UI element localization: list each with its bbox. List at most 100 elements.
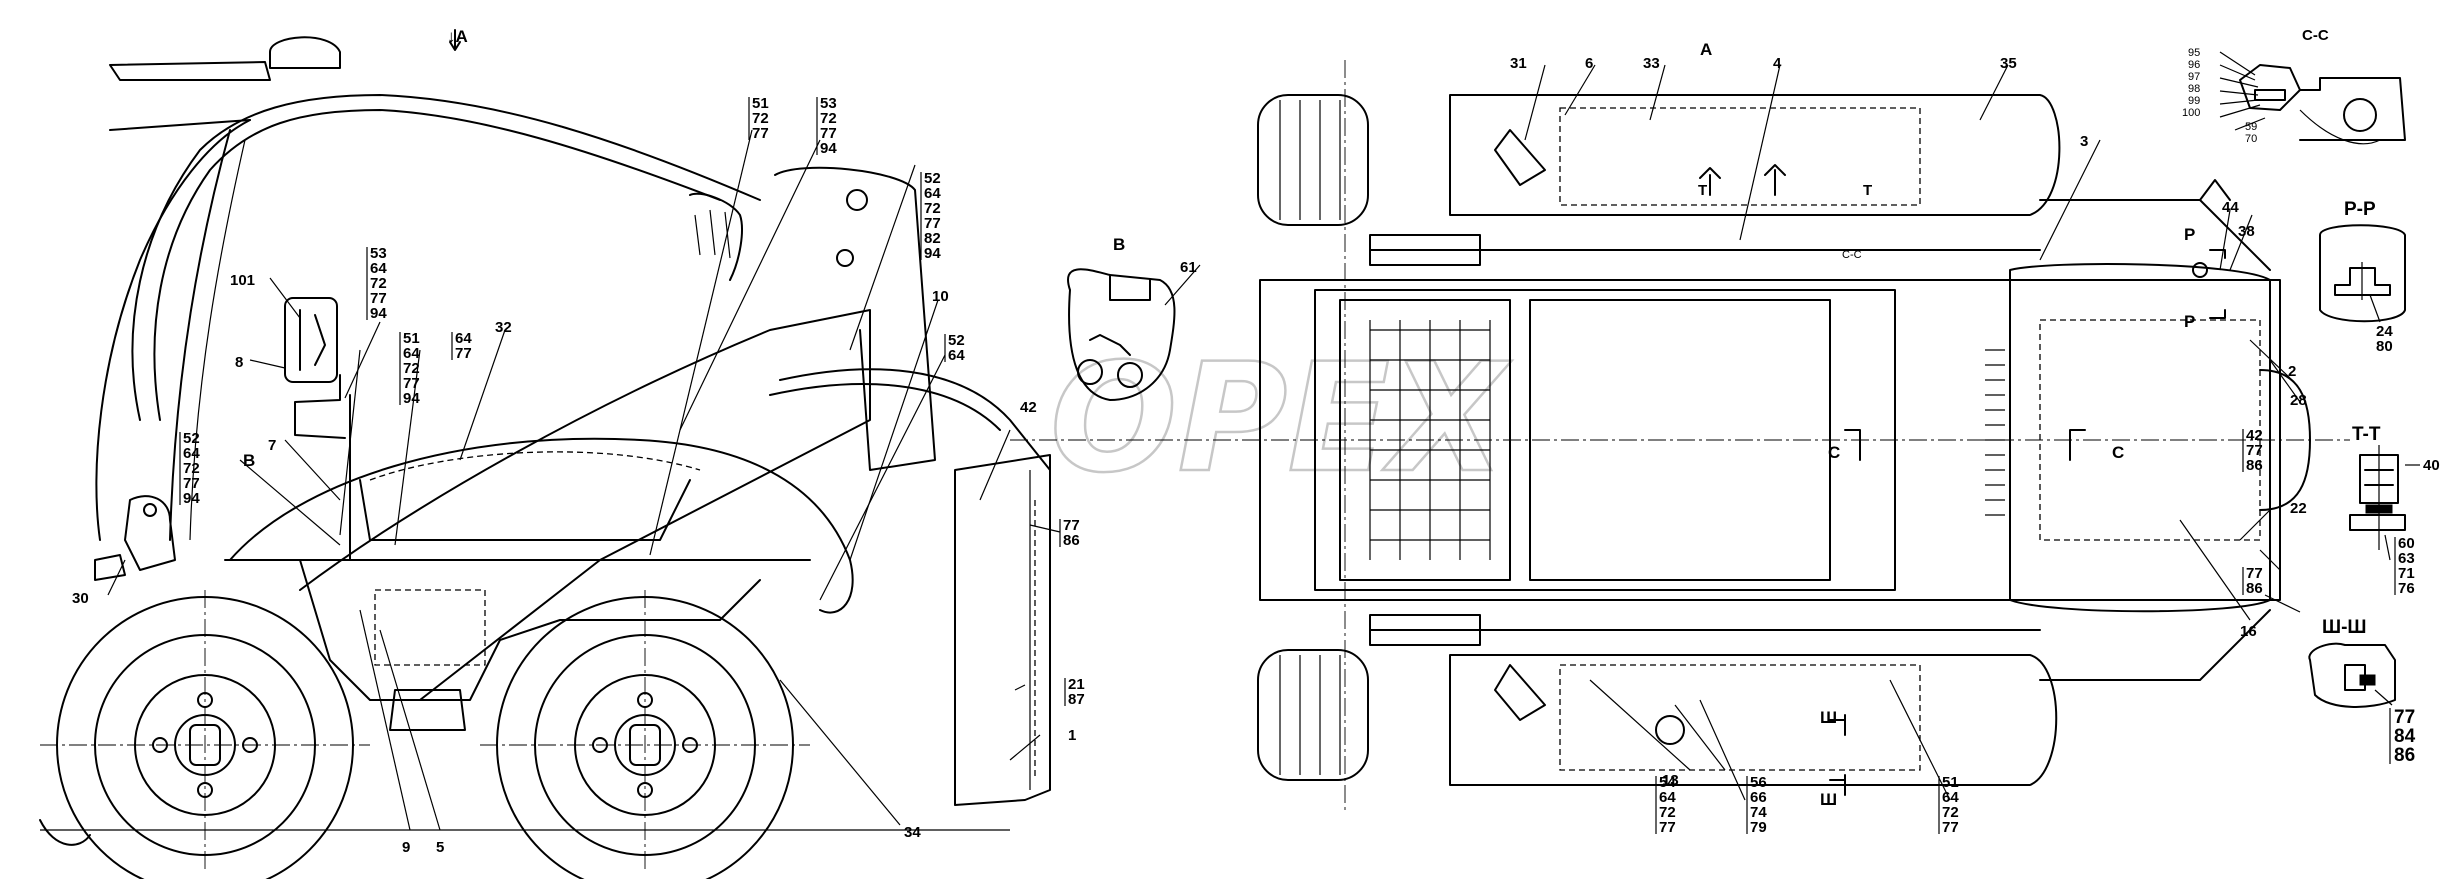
callout-32: 32 (495, 319, 512, 336)
svg-text:70: 70 (2245, 133, 2257, 145)
svg-text:86: 86 (2394, 745, 2415, 766)
stack-52-64: 52 64 (944, 332, 965, 364)
callout-34: 34 (904, 824, 921, 841)
svg-text:53: 53 (820, 95, 837, 112)
svg-text:52: 52 (924, 170, 941, 187)
svg-text:94: 94 (403, 390, 420, 407)
callout-101: 101 (230, 272, 255, 289)
section-cc (2219, 51, 2406, 145)
svg-text:94: 94 (370, 305, 387, 322)
svg-text:72: 72 (403, 360, 420, 377)
svg-text:77: 77 (2246, 565, 2263, 582)
svg-text:86: 86 (2246, 580, 2263, 597)
svg-text:42: 42 (2246, 427, 2263, 444)
stack-53-72-77-94: 53 72 77 94 (816, 95, 837, 157)
svg-text:72: 72 (183, 460, 200, 477)
svg-text:21: 21 (1068, 676, 1085, 693)
svg-text:53: 53 (370, 245, 387, 262)
stack-53-64-72-77-94: 53 64 72 77 94 (366, 245, 387, 322)
stack-42-77-86: 42 77 86 (2242, 427, 2263, 474)
svg-text:64: 64 (1659, 789, 1676, 806)
svg-text:76: 76 (2398, 580, 2415, 597)
svg-text:63: 63 (2398, 550, 2415, 567)
cut-t-1: T (1698, 182, 1707, 199)
svg-text:94: 94 (183, 490, 200, 507)
callout-30: 30 (72, 590, 89, 607)
callout-5: 5 (436, 839, 444, 856)
svg-text:79: 79 (1750, 819, 1767, 836)
section-shsh (2308, 642, 2396, 708)
section-shsh-title: Ш-Ш (2322, 617, 2367, 638)
svg-text:82: 82 (924, 230, 941, 247)
view-b-title: B (1113, 235, 1125, 254)
svg-text:98: 98 (2188, 83, 2200, 95)
section-tt-title: T-T (2352, 424, 2381, 445)
section-tt (2349, 445, 2420, 561)
svg-text:77: 77 (2246, 442, 2263, 459)
cut-t-2: T (1863, 182, 1872, 199)
svg-text:99: 99 (2188, 95, 2200, 107)
svg-text:66: 66 (1750, 789, 1767, 806)
svg-text:59: 59 (2245, 121, 2257, 133)
mirror-icon (284, 297, 338, 383)
stack-64-77: 64 77 (451, 330, 472, 362)
svg-text:72: 72 (1659, 804, 1676, 821)
svg-text:77: 77 (924, 215, 941, 232)
svg-text:51: 51 (752, 95, 769, 112)
callout-16: 16 (2240, 623, 2257, 640)
callout-8: 8 (235, 354, 243, 371)
section-pp-title: P-P (2344, 199, 2376, 220)
svg-text:86: 86 (1063, 532, 1080, 549)
callout-42-side: 42 (1020, 399, 1037, 416)
svg-text:97: 97 (2188, 71, 2200, 83)
side-view (39, 29, 1051, 879)
svg-text:77: 77 (1942, 819, 1959, 836)
view-arrow-a: ↓A (447, 27, 468, 46)
callout-10: 10 (932, 288, 949, 305)
svg-text:51: 51 (1942, 774, 1959, 791)
stack-cc: 95 96 97 98 99 100 (2182, 47, 2200, 119)
stack-77-84-86: 77 84 86 (2389, 707, 2416, 766)
callout-1: 1 (1068, 727, 1076, 744)
callout-28: 28 (2290, 392, 2307, 409)
svg-text:24: 24 (2376, 323, 2393, 340)
callout-35: 35 (2000, 55, 2017, 72)
view-a-title: A (1700, 40, 1712, 59)
svg-text:94: 94 (924, 245, 941, 262)
cut-p-top: P (2184, 225, 2195, 244)
svg-text:64: 64 (183, 445, 200, 462)
svg-text:95: 95 (2188, 47, 2200, 59)
svg-text:77: 77 (1063, 517, 1080, 534)
section-cc-title: C-C (2302, 27, 2329, 44)
callout-6: 6 (1585, 55, 1593, 72)
svg-text:64: 64 (924, 185, 941, 202)
callout-44: 44 (2222, 199, 2239, 216)
stack-59-70: 59 70 (2245, 121, 2257, 145)
svg-text:100: 100 (2182, 107, 2200, 119)
callout-38: 38 (2238, 223, 2255, 240)
svg-text:77: 77 (183, 475, 200, 492)
svg-text:72: 72 (752, 110, 769, 127)
svg-text:52: 52 (948, 332, 965, 349)
stack-21-87: 21 87 (1064, 676, 1085, 708)
svg-text:77: 77 (370, 290, 387, 307)
svg-text:64: 64 (403, 345, 420, 362)
svg-text:72: 72 (924, 200, 941, 217)
callout-61: 61 (1180, 259, 1197, 276)
svg-text:64: 64 (455, 330, 472, 347)
svg-text:71: 71 (2398, 565, 2415, 582)
callout-31: 31 (1510, 55, 1527, 72)
cut-sh-1: Ш (1820, 708, 1837, 727)
callout-33: 33 (1643, 55, 1660, 72)
stack-77-86-top: 77 86 (2242, 565, 2263, 597)
svg-text:84: 84 (2394, 726, 2416, 747)
svg-text:54: 54 (1659, 774, 1676, 791)
svg-text:74: 74 (1750, 804, 1767, 821)
stack-51-72-77: 51 72 77 (748, 95, 769, 142)
svg-text:64: 64 (1942, 789, 1959, 806)
stack-56-66-74-79: 56 66 74 79 (1746, 774, 1767, 836)
stack-77-86-side: 77 86 (1029, 517, 1080, 549)
stack-54-64-72-77: 54 64 72 77 (1655, 774, 1676, 836)
svg-text:87: 87 (1068, 691, 1085, 708)
